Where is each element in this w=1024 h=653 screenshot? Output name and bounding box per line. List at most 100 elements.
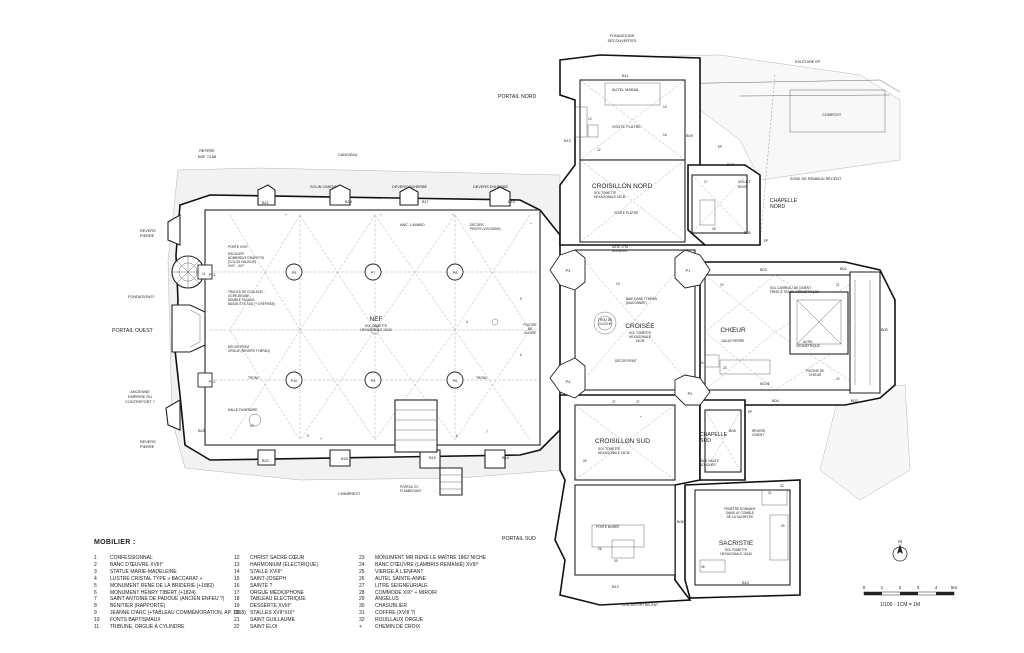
label-ep-3: EP bbox=[748, 410, 752, 414]
svg-text:11: 11 bbox=[202, 272, 206, 276]
bay-b17: B17 bbox=[422, 200, 429, 204]
svg-text:8: 8 bbox=[456, 434, 458, 438]
label-croisillon-nord: CROISILLON NORD bbox=[592, 183, 653, 190]
bay-b13: B13 bbox=[564, 139, 571, 143]
svg-text:+: + bbox=[530, 222, 532, 226]
legend-item: 20 STALLES XVII°XIX° bbox=[234, 610, 318, 617]
svg-text:25: 25 bbox=[583, 459, 587, 463]
label-croisillon-sud: CROISILLON SUD bbox=[595, 438, 650, 445]
bay-b18: B18 bbox=[341, 457, 348, 461]
legend-item-label: MONUMENT MR RENÉ LE MAÎTRE 1862 NICHE bbox=[375, 555, 487, 561]
legend-item-number: + bbox=[359, 624, 362, 631]
svg-text:10: 10 bbox=[250, 424, 254, 428]
furniture-numbers: 15 16 12 13 17 18 19 20 21 22 23 24 25 2… bbox=[202, 105, 840, 569]
legend-item-label: JEANNE D'ARC (+TABLEAU COMMÉMORATION, AP… bbox=[110, 610, 246, 617]
legend-item-label: STALLES XVII°XIX° bbox=[250, 610, 295, 617]
legend-item-label: BANC D'ŒUVRE XVIII° bbox=[110, 561, 163, 568]
bay-b06: B06 bbox=[729, 429, 736, 433]
south-stair bbox=[394, 399, 463, 496]
svg-text:+: + bbox=[640, 415, 642, 419]
svg-text:16: 16 bbox=[663, 133, 667, 137]
legend-item-number: 20 bbox=[234, 610, 240, 617]
scale-tick-3: 3 bbox=[917, 585, 920, 590]
pier-labels: P1 P2 P3 P4 P6 P7 P9 P6 P8 P10 P11 P12 bbox=[209, 269, 693, 396]
pier-p11: P11 bbox=[209, 273, 215, 277]
label-niche: NICHE bbox=[760, 382, 770, 386]
svg-text:27: 27 bbox=[636, 400, 640, 404]
label-porte-xviii: PORTE XVIII° bbox=[228, 245, 249, 249]
svg-text:18: 18 bbox=[712, 227, 716, 231]
bay-b21: B21 bbox=[262, 201, 269, 205]
label-dalle-funeraire: DALLE FUNÉRAIRE bbox=[228, 407, 257, 412]
legend-item-number: 6 bbox=[94, 589, 97, 596]
label-portail-sud: PORTAIL SUD bbox=[502, 536, 536, 542]
legend-item-number: 10 bbox=[94, 617, 100, 624]
legend-item-label: ANGÉLUS bbox=[375, 596, 399, 603]
legend-item-number: 4 bbox=[94, 575, 97, 582]
legend-item-label: DESSERTE XVIII° bbox=[250, 603, 292, 610]
legend-item-number: 16 bbox=[234, 582, 240, 589]
scale-tick-1: 1 bbox=[881, 585, 884, 590]
pier-p7: P7 bbox=[371, 271, 376, 275]
bay-b20: B20 bbox=[262, 459, 269, 463]
legend-item-label: SAINT ÉLOI bbox=[250, 624, 278, 631]
pier-p1: P1 bbox=[686, 269, 691, 273]
legend-item-label: AUTEL SAINTE-ANNE bbox=[375, 575, 426, 582]
svg-text:19: 19 bbox=[616, 282, 620, 286]
pier-p8: P8 bbox=[371, 379, 376, 383]
svg-text:28: 28 bbox=[701, 565, 705, 569]
bay-b09: B09 bbox=[686, 134, 693, 138]
label-portail-ouest: PORTAIL OUEST bbox=[112, 328, 154, 334]
svg-text:17: 17 bbox=[704, 180, 708, 184]
label-exutoire: EXUTOIRE EP bbox=[795, 60, 821, 64]
bay-b08: B08 bbox=[677, 520, 684, 524]
label-sacristie: SACRISTIE bbox=[719, 540, 754, 547]
svg-text:+: + bbox=[380, 213, 382, 217]
legend-item-label: COFFRE (XVIII ?) bbox=[375, 610, 416, 617]
pier-p2: P2 bbox=[688, 392, 693, 396]
legend-item-number: 19 bbox=[234, 603, 240, 610]
label-fondations-q: FONDATIONS? bbox=[128, 295, 155, 299]
bay-b03: B03 bbox=[760, 268, 767, 272]
scale-bar: N 0 1 2 3 4 5m 1/100 - 1CM = 1M bbox=[863, 540, 958, 608]
choir bbox=[699, 261, 896, 406]
legend-item-number: 26 bbox=[359, 575, 365, 582]
label-tronc-2: TRONC bbox=[476, 376, 488, 380]
scale-caption: 1/100 - 1CM = 1M bbox=[880, 602, 920, 608]
bay-b00: B00 bbox=[881, 328, 888, 332]
bay-b05: B05 bbox=[744, 231, 751, 235]
label-chimerest: CHIMÈREST bbox=[338, 491, 361, 496]
label-decor-peint-2: DÉCOR PEINT bbox=[615, 358, 637, 363]
pier-p10: P10 bbox=[291, 379, 298, 383]
pier-p6: P6 bbox=[453, 271, 458, 275]
svg-text:+: + bbox=[320, 437, 322, 441]
svg-text:5: 5 bbox=[520, 297, 522, 301]
svg-text:27: 27 bbox=[612, 400, 616, 404]
legend-item-number: 3 bbox=[94, 568, 97, 575]
